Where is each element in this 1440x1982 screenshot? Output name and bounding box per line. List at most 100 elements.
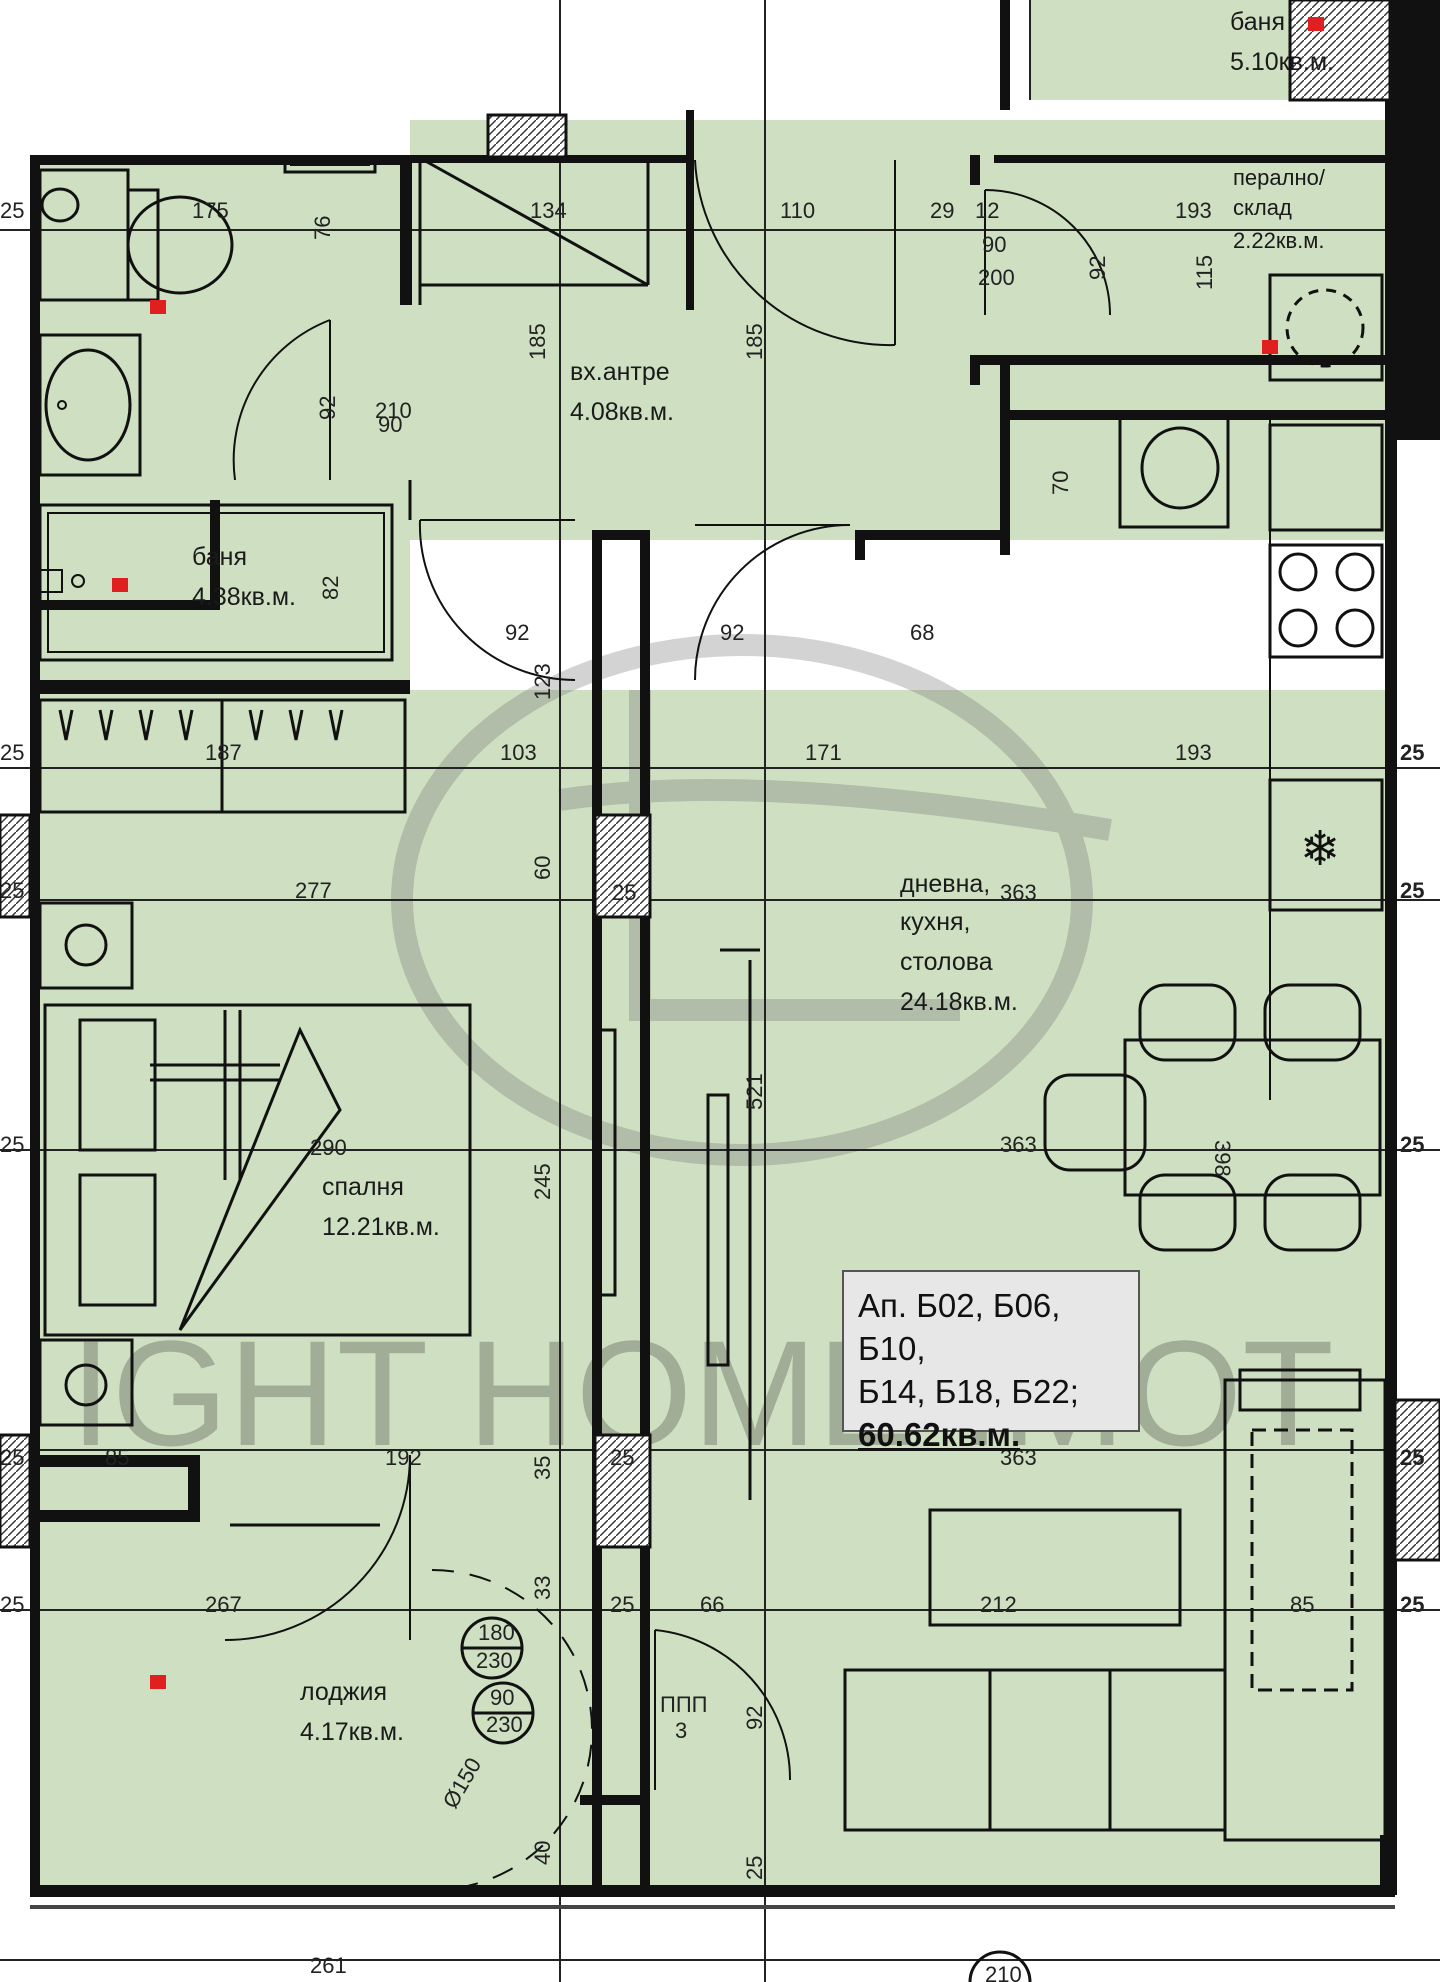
dim-left-25-c: 25 xyxy=(0,878,24,903)
dim-185-b: 185 xyxy=(742,323,767,360)
nightstands xyxy=(38,901,134,1427)
room-area-bath: 4.38кв.м. xyxy=(192,583,296,611)
room-labels: баня 5.10кв.м. перално/ склад 2.22кв.м. … xyxy=(192,8,1334,1746)
room-name-loggia: лоджия xyxy=(300,1678,387,1706)
dim-92-a: 92 xyxy=(505,620,529,645)
dim-187: 187 xyxy=(205,740,242,765)
dim-35: 35 xyxy=(530,1456,555,1480)
hall-walls xyxy=(408,156,650,520)
dim-33: 33 xyxy=(530,1576,555,1600)
dim-25-v: 25 xyxy=(742,1856,767,1880)
dim-25-col-c: 25 xyxy=(610,1592,634,1617)
dim-110: 110 xyxy=(780,198,815,223)
dim-212: 212 xyxy=(980,1592,1017,1617)
room-name-hall: вх.антре xyxy=(570,358,670,386)
dim-180: 180 xyxy=(478,1620,515,1645)
apartment-total-area: 60.62кв.м. xyxy=(858,1416,1021,1453)
dim-92-d: 92 xyxy=(315,396,340,420)
dim-60: 60 xyxy=(530,856,555,880)
dim-right-25-b: 25 xyxy=(1400,878,1424,903)
door-tags xyxy=(460,1616,1032,1982)
dim-115: 115 xyxy=(1192,255,1217,290)
bed xyxy=(43,1003,472,1337)
dim-left-25: 25 xyxy=(0,198,24,223)
dim-210-a: 210 xyxy=(375,398,412,423)
dim-66: 66 xyxy=(700,1592,724,1617)
label-three: 3 xyxy=(675,1718,687,1743)
dim-90: 90 xyxy=(982,232,1006,257)
dim-363-a: 363 xyxy=(1000,880,1037,905)
dim-76: 76 xyxy=(310,216,335,240)
room-area-bedroom: 12.21кв.м. xyxy=(322,1213,440,1241)
dim-267: 267 xyxy=(205,1592,242,1617)
dim-82: 82 xyxy=(318,576,343,600)
room-name-living-2: кухня, xyxy=(900,908,971,936)
dim-85-a: 85 xyxy=(105,1445,129,1470)
room-area-loggia: 4.17кв.м. xyxy=(300,1718,404,1746)
dim-200: 200 xyxy=(978,265,1015,290)
dim-90-a: 90 xyxy=(378,412,402,437)
dim-90-c: 90 xyxy=(490,1685,514,1710)
kitchen: ❄ xyxy=(1118,413,1384,1100)
dimension-labels: 25 175 134 110 29 12 193 90 200 210 90 9… xyxy=(0,198,1424,1982)
room-area-living: 24.18кв.м. xyxy=(900,988,1018,1016)
dim-70: 70 xyxy=(1048,471,1073,495)
dim-277: 277 xyxy=(295,878,332,903)
openings xyxy=(230,948,760,1527)
dim-left-25-b: 25 xyxy=(0,740,24,765)
room-area-bath-top: 5.10кв.м. xyxy=(1230,48,1334,76)
label-ppp: ППП xyxy=(660,1692,707,1717)
room-name-bath: баня xyxy=(192,543,247,571)
room-name-living-1: дневна, xyxy=(900,870,990,898)
dim-175: 175 xyxy=(192,198,229,223)
dim-right-25-d: 25 xyxy=(1400,1445,1424,1470)
vertical-dimensions: 76 185 185 92 115 92 82 70 123 60 245 52… xyxy=(310,216,1235,1880)
room-area-hall: 4.08кв.м. xyxy=(570,398,674,426)
dim-92-c: 92 xyxy=(1085,256,1110,280)
dim-92-e: 92 xyxy=(742,1706,767,1730)
dim-230-a: 230 xyxy=(476,1648,513,1673)
dim-68: 68 xyxy=(910,620,934,645)
dim-210-b: 210 xyxy=(985,1962,1022,1982)
room-name-living-3: столова xyxy=(900,948,993,976)
dim-290: 290 xyxy=(310,1135,347,1160)
dim-85-b: 85 xyxy=(1290,1592,1314,1617)
dim-right-25: 25 xyxy=(1400,740,1424,765)
hatched-walls xyxy=(0,0,1440,1562)
apartment-line-1: Ап. Б02, Б06, Б10, xyxy=(858,1287,1061,1367)
room-area-laundry: 2.22кв.м. xyxy=(1233,228,1324,253)
dim-363-b: 363 xyxy=(1000,1132,1037,1157)
dim-103: 103 xyxy=(500,740,537,765)
dim-92-b: 92 xyxy=(720,620,744,645)
dim-123: 123 xyxy=(530,663,555,700)
dim-193-b: 193 xyxy=(1175,740,1212,765)
room-name-laundry-2: склад xyxy=(1233,195,1292,220)
dim-261: 261 xyxy=(310,1953,347,1978)
sink xyxy=(38,333,142,477)
dim-left-25-f: 25 xyxy=(0,1592,24,1617)
dim-398: 398 xyxy=(1210,1140,1235,1177)
dim-12-a: 12 xyxy=(975,198,999,223)
dim-171: 171 xyxy=(805,740,842,765)
dim-185-a: 185 xyxy=(525,323,550,360)
dim-left-25-d: 25 xyxy=(0,1132,24,1157)
dim-192: 192 xyxy=(385,1445,422,1470)
dim-40: 40 xyxy=(530,1841,555,1865)
dim-245: 245 xyxy=(530,1163,555,1200)
sofa xyxy=(843,1368,1387,1842)
snowflake-icon: ❄ xyxy=(1300,821,1340,877)
dim-right-25-c: 25 xyxy=(1400,1132,1424,1157)
dim-29: 29 xyxy=(930,198,954,223)
apartment-line-2: Б14, Б18, Б22; xyxy=(858,1373,1079,1410)
dim-left-25-e: 25 xyxy=(0,1445,24,1470)
toilet xyxy=(38,158,377,302)
bathtub xyxy=(38,503,394,662)
dim-193-a: 193 xyxy=(1175,198,1212,223)
dim-134: 134 xyxy=(530,198,567,223)
apartment-info: Ап. Б02, Б06, Б10, Б14, Б18, Б22; 60.62к… xyxy=(842,1270,1140,1453)
dim-363-c: 363 xyxy=(1000,1445,1037,1470)
room-name-bedroom: спалня xyxy=(322,1173,404,1201)
door-swings xyxy=(224,159,1111,1891)
laundry-fixture xyxy=(1268,273,1384,382)
